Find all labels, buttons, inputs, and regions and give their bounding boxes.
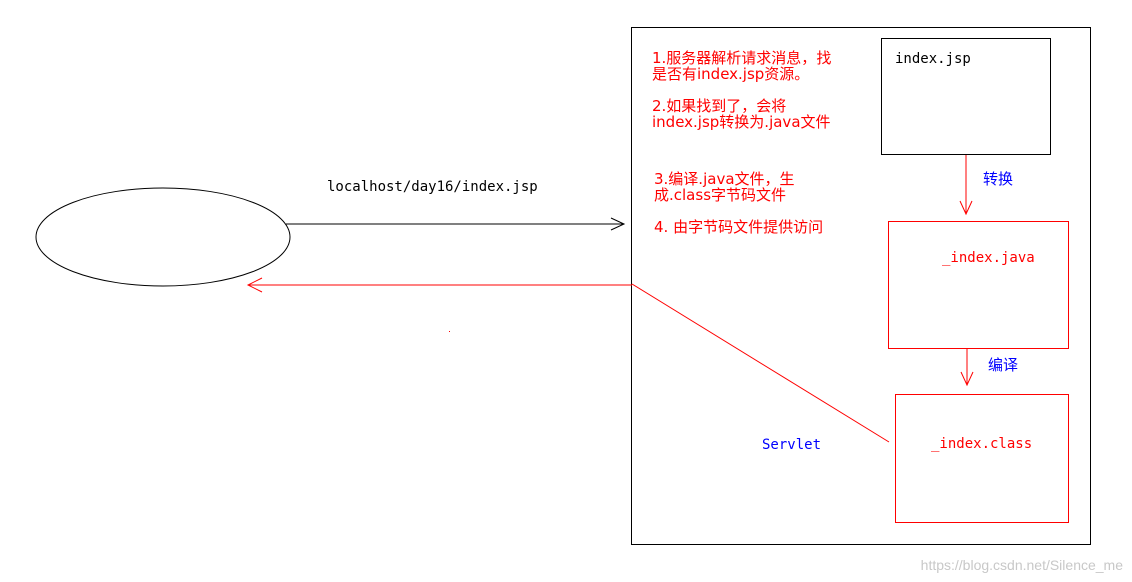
compile-label: 编译 — [988, 356, 1018, 374]
step1-text-line1: 1.服务器解析请求消息，找 — [652, 49, 831, 67]
response-arrowhead — [246, 277, 263, 293]
jsp-file-label: index.jsp — [895, 51, 971, 67]
java-file-label: _index.java — [942, 250, 1035, 266]
step4-text: 4. 由字节码文件提供访问 — [654, 218, 823, 236]
class-file-label: _index.class — [931, 436, 1032, 452]
convert-arrowhead — [959, 200, 973, 216]
step3-text-line2: 成.class字节码文件 — [654, 186, 786, 204]
step2-text-line2: index.jsp转换为.java文件 — [652, 113, 831, 131]
servlet-label: Servlet — [762, 437, 821, 453]
class-file-box — [895, 394, 1069, 523]
step1-text-line2: 是否有index.jsp资源。 — [652, 65, 809, 83]
servlet-response-line — [631, 283, 890, 443]
stray-dot — [449, 331, 450, 332]
server-box — [631, 27, 1091, 545]
request-arrowhead — [610, 217, 626, 231]
watermark-text: https://blog.csdn.net/Silence_me — [921, 557, 1124, 573]
convert-label: 转换 — [983, 170, 1013, 188]
jsp-file-box — [881, 38, 1051, 155]
client-ellipse — [35, 187, 291, 287]
request-url-label: localhost/day16/index.jsp — [327, 179, 538, 195]
step3-text-line1: 3.编译.java文件，生 — [654, 170, 795, 188]
compile-arrowhead — [960, 371, 974, 387]
step2-text-line1: 2.如果找到了，会将 — [652, 97, 786, 115]
java-file-box — [888, 221, 1069, 349]
